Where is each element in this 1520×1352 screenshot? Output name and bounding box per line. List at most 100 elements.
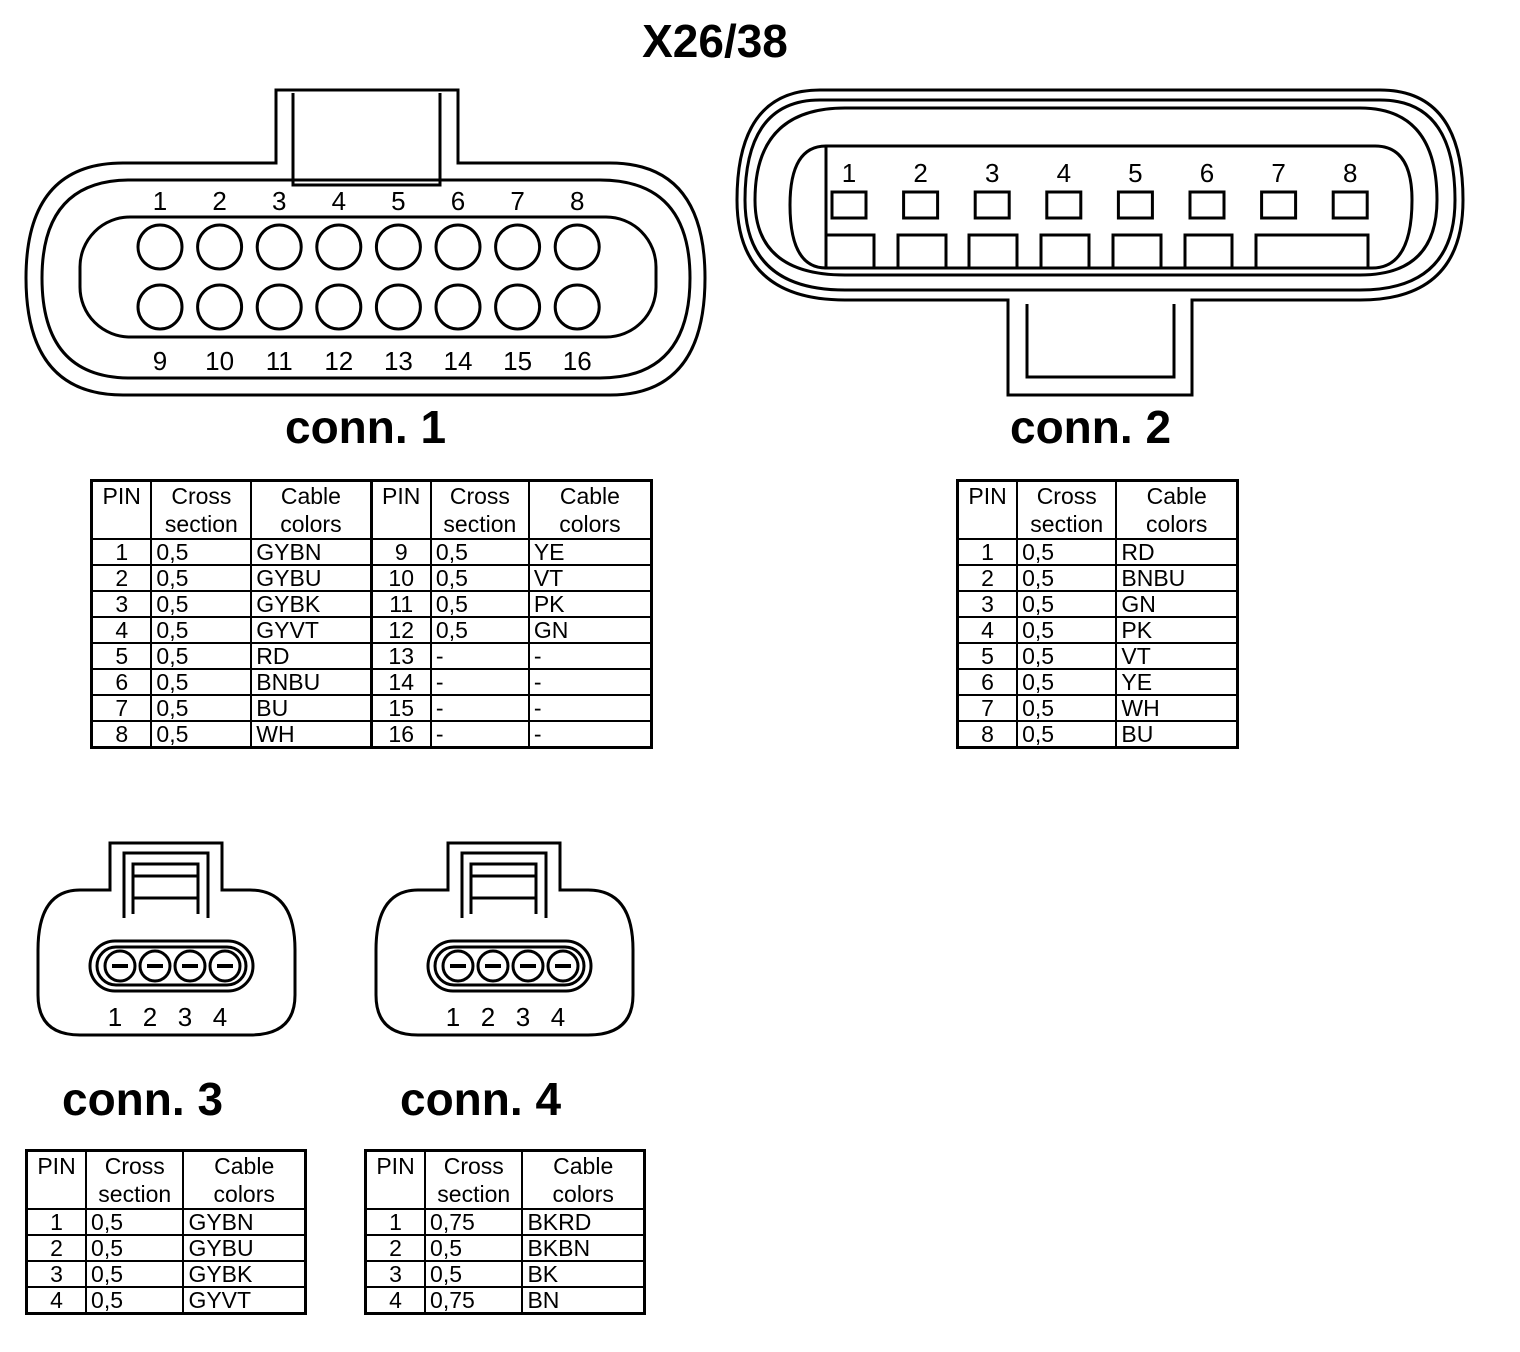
- cable-color-cell: GN: [527, 616, 653, 644]
- pin-number: 2: [143, 1002, 157, 1032]
- pin-cell: 15: [369, 694, 432, 722]
- cross-section-cell: 0,5: [85, 1260, 185, 1288]
- pin-number: 15: [503, 346, 532, 376]
- terminal-slot: [1183, 233, 1234, 270]
- pin-socket: [434, 283, 482, 331]
- cross-section-cell: 0,5: [150, 720, 253, 749]
- pin-number: 5: [1128, 158, 1142, 188]
- cross-section-cell: 0,5: [150, 590, 253, 618]
- cross-section-cell: 0,5: [429, 590, 530, 618]
- cross-section-cell: 0,5: [1016, 720, 1118, 749]
- header-pin: PIN: [25, 1149, 88, 1210]
- terminal-slot: [967, 233, 1019, 270]
- pin-cell: 2: [956, 564, 1019, 592]
- cable-color-cell: BKRD: [521, 1208, 646, 1236]
- pin-socket: [374, 223, 422, 271]
- cross-section-cell: 0,5: [429, 616, 530, 644]
- cable-color-cell: BKBN: [521, 1234, 646, 1262]
- pin-cell: 2: [364, 1234, 427, 1262]
- pin-number: 9: [153, 346, 167, 376]
- pin-number: 3: [178, 1002, 192, 1032]
- pin-number: 8: [570, 186, 584, 216]
- diagram-title: X26/38: [642, 15, 788, 67]
- cable-color-cell: GYBN: [182, 1208, 307, 1236]
- header-pin: PIN: [956, 479, 1019, 540]
- pin-cavity: [1331, 190, 1369, 220]
- terminal-slot: [896, 233, 948, 270]
- cross-section-cell: 0,5: [1016, 616, 1118, 644]
- cross-section-cell: 0,75: [424, 1208, 524, 1236]
- pin-cell: 5: [956, 642, 1019, 670]
- pin-socket: [138, 949, 172, 983]
- pin-number: 6: [451, 186, 465, 216]
- pin-number: 2: [913, 158, 927, 188]
- pin-number: 7: [1271, 158, 1285, 188]
- cable-color-cell: BU: [1115, 720, 1239, 749]
- pin-number: 1: [842, 158, 856, 188]
- pin-number: 11: [266, 346, 293, 376]
- cross-section-cell: 0,5: [150, 564, 253, 592]
- cross-section-cell: 0,5: [85, 1234, 185, 1262]
- pin-socket: [546, 949, 580, 983]
- cross-section-cell: -: [429, 720, 530, 749]
- cable-color-cell: WH: [1115, 694, 1239, 722]
- pin-number: 10: [205, 346, 234, 376]
- pin-socket: [476, 949, 510, 983]
- cross-section-cell: 0,5: [85, 1286, 185, 1315]
- pin-socket: [136, 283, 184, 331]
- cross-section-cell: 0,5: [150, 694, 253, 722]
- pin-cavity: [1260, 190, 1298, 220]
- header-pin: PIN: [90, 479, 153, 540]
- pin-number: 7: [510, 186, 524, 216]
- pin-cell: 3: [956, 590, 1019, 618]
- pin-socket: [441, 949, 475, 983]
- connector-1-drawing: [24, 88, 707, 397]
- pin-socket: [494, 283, 542, 331]
- pin-cavity: [973, 190, 1011, 220]
- pin-cavity: [1045, 190, 1083, 220]
- pin-cell: 4: [364, 1286, 427, 1315]
- cable-color-cell: GN: [1115, 590, 1239, 618]
- cable-color-cell: GYBU: [182, 1234, 307, 1262]
- pin-socket: [196, 283, 244, 331]
- pin-socket: [103, 949, 137, 983]
- pin-cell: 3: [25, 1260, 88, 1288]
- pin-cell: 9: [369, 538, 432, 566]
- pin-cell: 4: [90, 616, 153, 644]
- pin-cell: 1: [25, 1208, 88, 1236]
- cross-section-cell: 0,5: [1016, 642, 1118, 670]
- cross-section-cell: 0,5: [1016, 564, 1118, 592]
- pin-number: 13: [384, 346, 413, 376]
- connector-4-drawing: [374, 841, 635, 1037]
- pin-cell: 14: [369, 668, 432, 696]
- pin-socket: [553, 283, 601, 331]
- pin-number: 1: [108, 1002, 122, 1032]
- cross-section-cell: 0,5: [150, 642, 253, 670]
- pin-cell: 6: [956, 668, 1019, 696]
- pin-cell: 1: [956, 538, 1019, 566]
- cross-section-cell: 0,5: [1016, 538, 1118, 566]
- pin-cell: 8: [90, 720, 153, 749]
- pin-socket: [494, 223, 542, 271]
- pin-cavity: [830, 190, 868, 220]
- pin-number: 4: [332, 186, 346, 216]
